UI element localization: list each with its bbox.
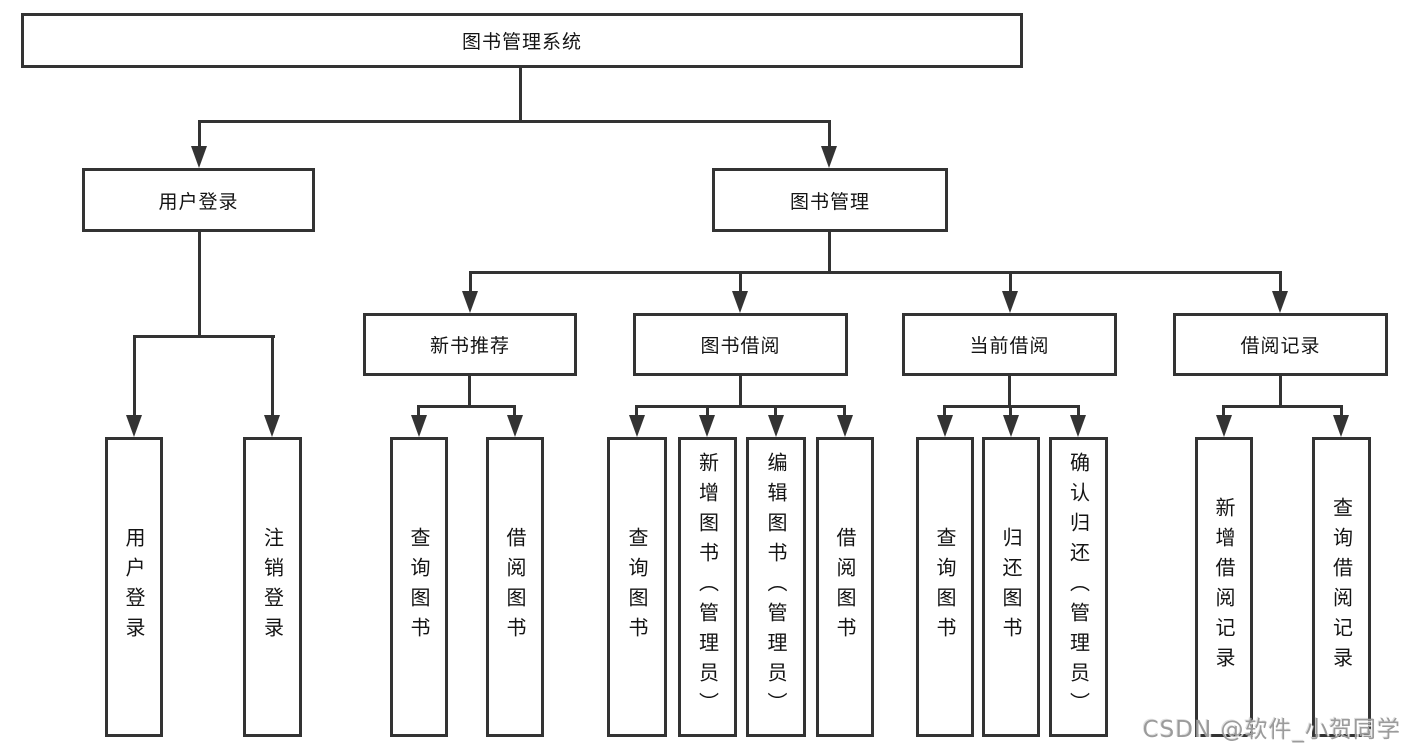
leaf-query-book-rec-label: 查询图书: [407, 527, 431, 647]
node-borrow-record-label: 借阅记录: [1240, 335, 1321, 357]
leaf-query-borrow-record: 查询借阅记录: [1312, 437, 1371, 737]
leaf-query-borrow-record-label: 查询借阅记录: [1329, 497, 1354, 677]
csdn-watermark: CSDN @软件_小贺同学: [1142, 717, 1401, 743]
arrowhead-icon: [1070, 415, 1086, 437]
leaf-return-book-label: 归还图书: [999, 527, 1023, 647]
arrowhead-icon: [1003, 415, 1019, 437]
connector-line: [133, 335, 136, 417]
leaf-logout-label: 注销登录: [260, 527, 285, 647]
connector-line: [1222, 405, 1225, 417]
leaf-add-book-admin: 新增图书（管理员）: [678, 437, 737, 737]
connector-line: [843, 405, 846, 417]
arrowhead-icon: [462, 291, 478, 313]
arrowhead-icon: [629, 415, 645, 437]
arrowhead-icon: [191, 146, 207, 168]
leaf-add-borrow-record-label: 新增借阅记录: [1212, 497, 1236, 677]
connector-line: [469, 271, 1282, 274]
leaf-add-book-admin-label: 新增图书（管理员）: [695, 452, 720, 722]
leaf-edit-book-admin-label: 编辑图书（管理员）: [764, 452, 788, 722]
connector-line: [1279, 376, 1282, 407]
connector-line: [133, 335, 275, 338]
connector-line: [1222, 405, 1343, 408]
node-root-label: 图书管理系统: [461, 31, 582, 53]
connector-line: [513, 405, 516, 417]
node-borrow-record: 借阅记录: [1173, 313, 1388, 376]
connector-line: [198, 120, 831, 123]
connector-line: [198, 232, 201, 338]
leaf-query-book-current: 查询图书: [916, 437, 974, 737]
connector-line: [943, 405, 946, 417]
node-book-borrow-label: 图书借阅: [700, 335, 781, 357]
arrowhead-icon: [126, 415, 142, 437]
connector-line: [1009, 405, 1012, 417]
connector-line: [1009, 271, 1012, 293]
leaf-query-book-current-label: 查询图书: [933, 527, 957, 647]
arrowhead-icon: [937, 415, 953, 437]
connector-line: [1077, 405, 1080, 417]
connector-line: [468, 376, 471, 407]
arrowhead-icon: [732, 291, 748, 313]
arrowhead-icon: [1272, 291, 1288, 313]
node-root: 图书管理系统: [21, 13, 1023, 68]
node-user-login: 用户登录: [82, 168, 315, 232]
arrowhead-icon: [837, 415, 853, 437]
node-user-login-label: 用户登录: [158, 190, 239, 213]
leaf-confirm-return-admin-label: 确认归还（管理员）: [1066, 452, 1091, 722]
leaf-borrow-book-borrow: 借阅图书: [816, 437, 874, 737]
connector-line: [739, 271, 742, 293]
arrowhead-icon: [507, 415, 523, 437]
node-new-book-rec-label: 新书推荐: [429, 335, 510, 357]
node-current-borrow-label: 当前借阅: [969, 335, 1050, 357]
connector-line: [739, 376, 742, 407]
connector-line: [519, 68, 522, 122]
node-book-borrow: 图书借阅: [633, 313, 848, 376]
connector-line: [469, 271, 472, 293]
arrowhead-icon: [1333, 415, 1349, 437]
connector-line: [271, 335, 274, 417]
connector-line: [417, 405, 420, 417]
connector-line: [828, 232, 831, 273]
arrowhead-icon: [1216, 415, 1232, 437]
node-new-book-rec: 新书推荐: [363, 313, 577, 376]
connector-line: [1340, 405, 1343, 417]
connector-line: [198, 120, 201, 148]
node-book-mgmt-label: 图书管理: [789, 190, 870, 213]
connector-line: [828, 120, 831, 148]
connector-line: [706, 405, 709, 417]
leaf-user-login-label: 用户登录: [122, 527, 146, 647]
node-current-borrow: 当前借阅: [902, 313, 1117, 376]
connector-line: [1008, 376, 1011, 407]
arrowhead-icon: [264, 415, 280, 437]
connector-line: [417, 405, 516, 408]
leaf-user-login: 用户登录: [105, 437, 163, 737]
arrowhead-icon: [411, 415, 427, 437]
arrowhead-icon: [1002, 291, 1018, 313]
node-book-mgmt: 图书管理: [712, 168, 948, 232]
leaf-add-borrow-record: 新增借阅记录: [1195, 437, 1253, 737]
connector-line: [635, 405, 846, 408]
leaf-borrow-book-rec-label: 借阅图书: [503, 527, 527, 647]
leaf-logout: 注销登录: [243, 437, 302, 737]
leaf-query-book-borrow-label: 查询图书: [625, 527, 649, 647]
arrowhead-icon: [699, 415, 715, 437]
leaf-edit-book-admin: 编辑图书（管理员）: [746, 437, 806, 737]
leaf-return-book: 归还图书: [982, 437, 1040, 737]
leaf-borrow-book-borrow-label: 借阅图书: [833, 527, 857, 647]
leaf-borrow-book-rec: 借阅图书: [486, 437, 544, 737]
arrowhead-icon: [821, 146, 837, 168]
arrowhead-icon: [768, 415, 784, 437]
connector-line: [1279, 271, 1282, 293]
leaf-query-book-rec: 查询图书: [390, 437, 448, 737]
leaf-confirm-return-admin: 确认归还（管理员）: [1049, 437, 1108, 737]
connector-line: [635, 405, 638, 417]
leaf-query-book-borrow: 查询图书: [607, 437, 667, 737]
connector-line: [774, 405, 777, 417]
